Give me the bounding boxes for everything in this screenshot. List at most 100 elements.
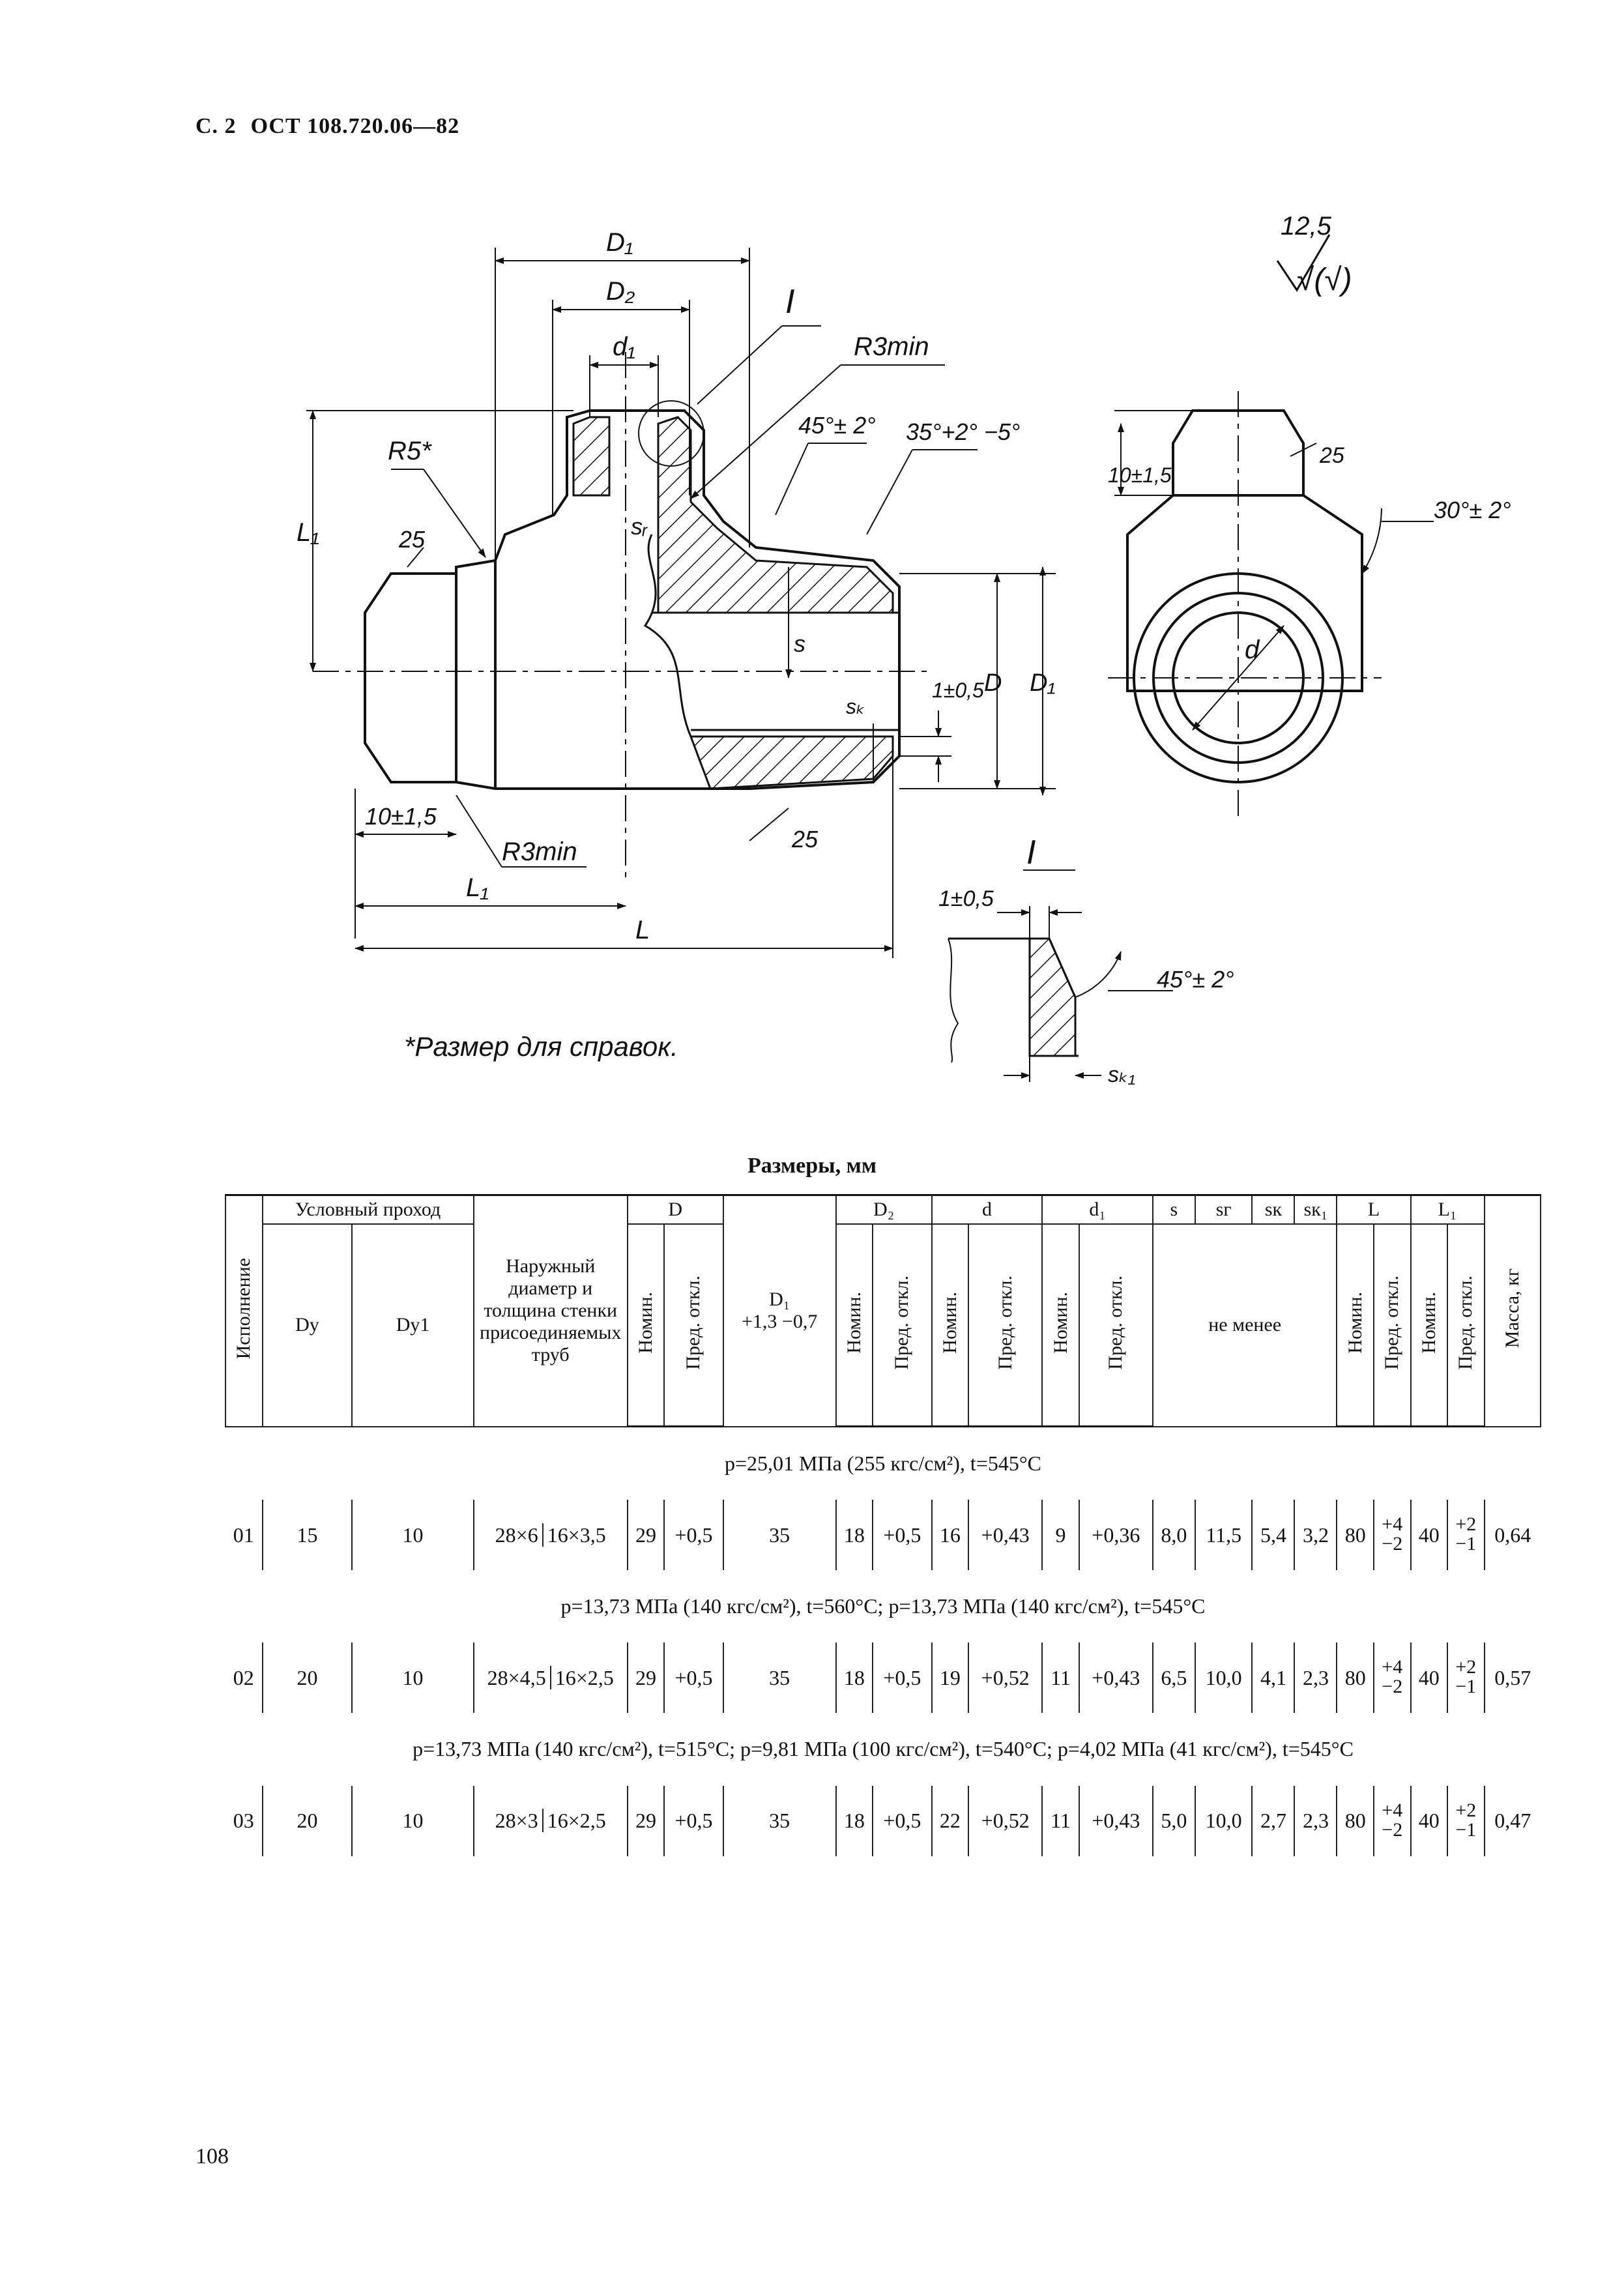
label-tol-1: 1±0,5 xyxy=(932,679,984,702)
col-L: L xyxy=(1336,1194,1412,1225)
table-cell: 22 xyxy=(931,1785,969,1856)
table-cell: +0,52 xyxy=(968,1785,1043,1856)
table-cell: +0,36 xyxy=(1078,1500,1153,1571)
table-cell: 4,1 xyxy=(1251,1642,1295,1714)
label-angle-45-detail: 45°± 2° xyxy=(1157,966,1234,993)
table-cell: 19 xyxy=(931,1642,969,1714)
table-cell: 80 xyxy=(1336,1642,1374,1714)
label-L1: L₁ xyxy=(466,873,489,902)
table-cell: 5,4 xyxy=(1251,1500,1295,1571)
table-cell: 2,3 xyxy=(1294,1642,1337,1714)
label-angle-35: 35°+2° −5° xyxy=(906,418,1020,445)
col-ne-menee: не менее xyxy=(1152,1223,1338,1427)
col-naruzhny: Наружный диаметр и толщина стенки присое… xyxy=(472,1194,628,1427)
table-cell: 03 xyxy=(233,1809,254,1833)
table-cell: 16 xyxy=(931,1500,969,1571)
table-cell: +0,5 xyxy=(663,1642,723,1714)
standard-code: ОСТ 108.720.06—82 xyxy=(250,114,460,138)
col-ispolnenie: Исполнение xyxy=(225,1194,263,1427)
table-cell: +0,43 xyxy=(1078,1785,1153,1856)
table-cell: +0,5 xyxy=(872,1642,932,1714)
col-D-nom: Номин. xyxy=(626,1223,665,1427)
col-dy: Dу xyxy=(261,1223,353,1427)
table-cell: 80 xyxy=(1336,1500,1374,1571)
table-cell: +0,5 xyxy=(663,1500,723,1571)
table-cell: +0,5 xyxy=(872,1785,932,1856)
table-cell: 5,0 xyxy=(1152,1785,1195,1856)
table-cell: 10 xyxy=(351,1500,474,1571)
label-s: s xyxy=(794,630,805,657)
col-d1-pred: Пред. откл. xyxy=(1078,1223,1153,1427)
table-cell: 29 xyxy=(626,1500,665,1571)
table-cell: 3,2 xyxy=(1294,1500,1337,1571)
col-L1-nom: Номин. xyxy=(1410,1223,1449,1427)
col-s: s xyxy=(1152,1194,1196,1225)
col-D2-pred: Пред. откл. xyxy=(872,1223,933,1427)
label-tol-1-detail: 1±0,5 xyxy=(938,886,994,911)
table-cell: 11 xyxy=(1041,1642,1079,1714)
label-r3min-top: R3min xyxy=(854,332,929,361)
page-number: 108 xyxy=(196,2144,229,2168)
table-cell: 35 xyxy=(722,1642,836,1714)
label-D: D xyxy=(984,669,1002,697)
table-cell: 02 xyxy=(233,1665,254,1689)
table-cell: 40 xyxy=(1410,1642,1448,1714)
table-cell: +0,5 xyxy=(872,1500,932,1571)
label-sk1: sₖ₁ xyxy=(1108,1062,1135,1087)
col-D2-nom: Номин. xyxy=(835,1223,874,1427)
table-cell: 2,7 xyxy=(1251,1785,1295,1856)
col-D2: D₂ xyxy=(835,1194,933,1225)
label-r3min-bottom: R3min xyxy=(502,838,577,866)
col-dy1: Dу1 xyxy=(351,1223,474,1427)
label-roughness-value: 12,5 xyxy=(1281,212,1332,241)
col-L-pred: Пред. откл. xyxy=(1373,1223,1412,1427)
table-cell: 11 xyxy=(1041,1785,1079,1856)
table-cell: +0,43 xyxy=(1078,1642,1153,1714)
table-cell: 10 xyxy=(351,1642,474,1714)
label-angle-45: 45°± 2° xyxy=(798,412,876,439)
table-cell: 10 xyxy=(351,1785,474,1856)
col-massa: Масса, кг xyxy=(1483,1194,1542,1427)
col-L1: L₁ xyxy=(1410,1194,1485,1225)
technical-drawing: D₁ D₂ d₁ I R3min R5* 45°± 2° 35°+2° −5° … xyxy=(297,212,1511,1087)
running-header: С. 2 ОСТ 108.720.06—82 xyxy=(196,114,474,139)
table-cell: 20 xyxy=(261,1642,353,1714)
label-roughness-25-b: 25 xyxy=(791,826,819,853)
table-cell: +2−1 xyxy=(1447,1785,1485,1856)
label-sg: sᵣ xyxy=(631,513,648,540)
reference-note: *Размер для справок. xyxy=(404,1031,678,1062)
table-cell: 6,5 xyxy=(1152,1642,1195,1714)
table-cell: 10,0 xyxy=(1194,1785,1253,1856)
table-cell: 35 xyxy=(722,1500,836,1571)
page-label: С. 2 xyxy=(196,114,237,138)
label-roughness-25-c: 25 xyxy=(1319,443,1344,468)
dimensions-table: Исполнение Условный проход Наружный диам… xyxy=(225,1194,1542,1856)
label-d1: d₁ xyxy=(613,332,635,361)
col-d-nom: Номин. xyxy=(931,1223,970,1427)
col-L-nom: Номин. xyxy=(1336,1223,1374,1427)
table-cell: 0,47 xyxy=(1483,1785,1541,1856)
label-D1-vert: D₁ xyxy=(1030,669,1055,697)
table-cell: 0,64 xyxy=(1483,1500,1541,1571)
table-cell: 20 xyxy=(261,1785,353,1856)
table-cell: 10,0 xyxy=(1194,1642,1253,1714)
table-cell: 18 xyxy=(835,1642,873,1714)
table-cell: 9 xyxy=(1041,1500,1079,1571)
col-sk1: sк₁ xyxy=(1294,1194,1338,1225)
col-sg: sг xyxy=(1194,1194,1253,1225)
table-cell: 01 xyxy=(233,1523,254,1547)
label-roughness-symbol: √(√) xyxy=(1297,263,1352,297)
label-tol-10-side: 10±1,5 xyxy=(1108,463,1172,487)
label-tol-10: 10±1,5 xyxy=(365,803,437,830)
table-title: Размеры, мм xyxy=(747,1154,877,1178)
condition-row: p=13,73 МПа (140 кгс/см²), t=560°С; p=13… xyxy=(560,1594,1206,1618)
table-cell: +2−1 xyxy=(1447,1642,1485,1714)
table-cell: +4−2 xyxy=(1373,1500,1411,1571)
table-cell: 8,0 xyxy=(1152,1500,1195,1571)
label-d: d xyxy=(1245,635,1260,664)
